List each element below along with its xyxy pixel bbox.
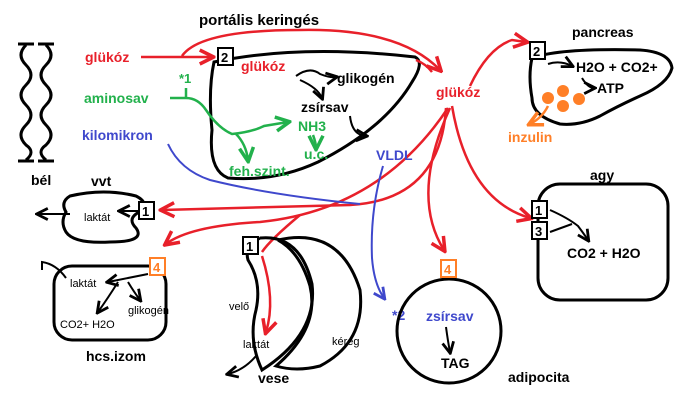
muscle-to-lactate-arrow (108, 273, 149, 282)
liver-to-glucose-arrow (415, 58, 433, 73)
intestine-right-wall (39, 43, 53, 162)
muscle-number-box (149, 257, 166, 276)
pancreas-atp: ATP (597, 80, 624, 96)
adipocyte-number: 4 (444, 262, 452, 277)
liver-fattyacid-label: zsírsav (301, 99, 349, 115)
kidney-number-box (242, 236, 259, 255)
glucose-to-pancreas-arrow (468, 40, 526, 87)
kidney-lactate-label: laktát (243, 339, 269, 351)
urea-cycle-label: u.c. (304, 146, 328, 162)
insulin-release-arrow (530, 105, 550, 124)
aminoacid-to-protein-arrow (235, 133, 248, 160)
liver-glucose-label: glükóz (241, 58, 285, 74)
glycogen-label: glikogén (337, 70, 395, 86)
adipocyte-fattyacid-label: zsírsav (426, 308, 474, 324)
aminoacid-path (170, 96, 288, 136)
vldl-label: VLDL (376, 147, 413, 163)
kidney-lactate-out-arrow (228, 355, 257, 374)
pancreas-atp-arrow (581, 77, 594, 88)
insulin-label: inzulin (508, 129, 552, 145)
portal-circulation-title: portális keringés (199, 12, 319, 29)
muscle-lactate-out-arrow (41, 260, 67, 279)
brain-number1: 1 (535, 203, 542, 218)
muscle-lactate-label: laktát (70, 278, 96, 290)
protein-synthesis-label: feh.szint. (229, 163, 290, 179)
brain-co2-h2o: CO2 + H2O (567, 245, 641, 261)
intestine (18, 42, 54, 163)
pancreas-outline (528, 48, 674, 126)
tag-label: TAG (441, 355, 470, 371)
brain-outline (536, 182, 670, 302)
rbc-lactate-label: laktát (84, 212, 110, 224)
liver-number-box (217, 47, 234, 66)
muscle-to-glycogen-arrow (127, 281, 140, 300)
cortex-label: kéreg (332, 336, 360, 348)
nh3-label: NH3 (298, 118, 326, 134)
chylomicron-path (167, 143, 361, 205)
pancreas-number: 2 (533, 44, 540, 59)
adipocyte-outline (395, 277, 503, 385)
muscle-title: hcs.izom (86, 348, 146, 364)
pancreas-title: pancreas (572, 24, 634, 40)
kidney-inner-arc (245, 236, 315, 373)
adipocyte-title: adipocita (508, 369, 570, 385)
muscle-number: 4 (153, 260, 161, 275)
brain-title: agy (590, 167, 614, 183)
muscle-outline (52, 264, 168, 342)
rbc-number-box (138, 201, 155, 220)
muscle-to-co2-arrow (98, 281, 119, 312)
muscle-co2-h2o-label: CO2+ H2O (60, 319, 115, 331)
brain-oxidation-arrow (549, 209, 588, 240)
brain-ketone-arrow (549, 223, 573, 233)
brain-number3: 3 (535, 224, 542, 239)
glucose-to-glycogen-arrow (295, 69, 336, 77)
brain-number3-box (531, 221, 548, 240)
adipocyte-number-box (440, 259, 457, 278)
glucose-to-kidney-arrow (260, 214, 301, 253)
brain-number1-box (531, 200, 548, 219)
pancreas-h2o-co2: H2O + CO2+ (576, 59, 658, 75)
chylomicron-label: kilomikron (82, 127, 153, 143)
intestine-left-wall (19, 43, 33, 162)
nh3-to-urea-arrow (313, 134, 316, 148)
kidney-glucose-arrow (260, 255, 270, 332)
kidney (245, 235, 363, 373)
rbc-title: vvt (91, 173, 112, 189)
medulla-label: velő (229, 301, 249, 313)
blood-glucose-label: glükóz (436, 84, 480, 100)
liver-number: 2 (221, 50, 228, 65)
vldl-path (370, 165, 384, 298)
kidney-number: 1 (246, 239, 253, 254)
star1-label: *1 (179, 71, 191, 86)
bel-label: bél (31, 172, 51, 188)
glucose-to-muscle-arrow (166, 107, 450, 244)
pancreas-number-box (529, 41, 546, 60)
glucose-input-label: glükóz (85, 49, 129, 65)
liver-outline (208, 50, 421, 181)
muscle-glycogen-label: glikogén (128, 305, 169, 317)
portal-arc-arrow (180, 28, 440, 70)
fattyacid-to-vldl-arrow (349, 115, 366, 136)
glucose-to-fattyacid-arrow (299, 79, 322, 98)
aminoacid-label: aminosav (84, 90, 149, 106)
kidney-outer-arc (272, 235, 363, 371)
fattyacid-to-tag-arrow (446, 326, 450, 352)
insulin-granules (542, 85, 585, 112)
rbc-number: 1 (142, 204, 149, 219)
glucose-to-adipocyte-arrow (427, 107, 452, 250)
pancreas-oxidation-arrow (547, 62, 572, 66)
glucose-to-brain-arrow (450, 105, 530, 218)
kidney-title: vese (258, 370, 289, 386)
